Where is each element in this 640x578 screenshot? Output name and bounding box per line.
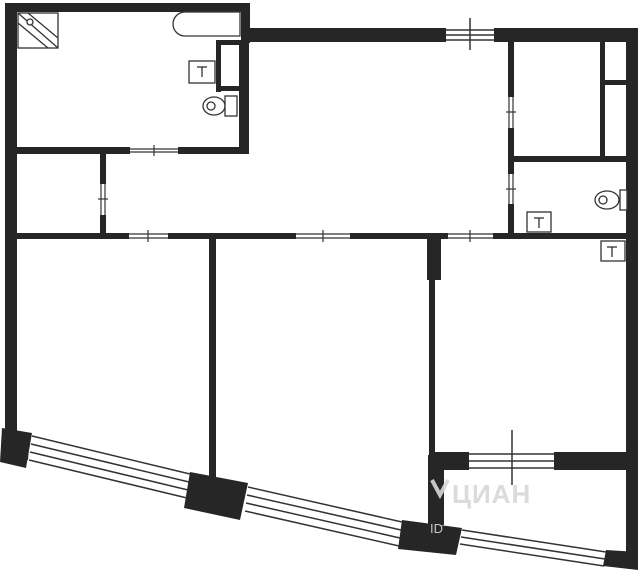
outer-wall-top-bathroom [5, 3, 250, 12]
central-wall-4 [493, 233, 628, 239]
door-bathroom [130, 145, 178, 156]
door-kitchen [506, 97, 516, 128]
door-wc [506, 174, 516, 204]
niche-wall-3 [216, 86, 240, 91]
sink-icon-room [600, 240, 626, 262]
watermark-logo-icon [430, 479, 450, 500]
outer-wall-right [626, 28, 638, 558]
door-room-middle [296, 230, 350, 242]
partition-left [209, 238, 216, 478]
wc-wall-left-2 [508, 204, 514, 238]
watermark-id: ID [430, 521, 443, 536]
bathtub-icon [172, 11, 241, 37]
loggia-wall-right [554, 452, 628, 470]
bathroom-wall-bottom-2 [178, 147, 249, 154]
storage-wall-right [100, 154, 106, 184]
toilet-icon [202, 95, 238, 117]
windows [28, 18, 607, 567]
window-bottom-right [459, 529, 607, 567]
kitchen-wall-left [508, 42, 514, 97]
outer-wall-left [5, 3, 17, 431]
door-room-left [129, 230, 168, 242]
pier-right [603, 550, 638, 570]
window-loggia [469, 430, 554, 485]
door-room-right [448, 230, 493, 242]
kitchen-wall-bottom [508, 156, 628, 162]
pier-mid-2 [398, 520, 462, 555]
watermark-text: ЦИАН [452, 479, 531, 509]
window-top [446, 18, 494, 50]
pier-left-thin [12, 430, 30, 460]
window-bottom-middle [244, 486, 403, 547]
sink-icon [188, 60, 216, 84]
storage-wall-right-2 [100, 215, 106, 237]
bathroom-wall-right [239, 40, 249, 154]
kitchen-wall-left-2 [508, 128, 514, 160]
niche-wall [216, 40, 240, 45]
central-wall-2 [168, 233, 296, 239]
outer-wall-top-right [494, 28, 633, 42]
partition-right [429, 278, 435, 454]
door-storage [98, 184, 108, 215]
niche-wall-2 [216, 40, 221, 92]
closet-wall-1 [600, 42, 605, 160]
pier-mid-1 [184, 472, 248, 520]
bathroom-wall-bottom [17, 147, 130, 154]
outer-wall-top-main [241, 28, 446, 42]
shower-icon [17, 12, 59, 49]
central-wall-1 [17, 233, 129, 239]
sink-icon-wc [526, 211, 552, 233]
central-wall-3 [350, 233, 448, 239]
watermark: ЦИАН ID [430, 479, 531, 536]
walls [0, 3, 638, 570]
toilet-icon-wc [594, 189, 628, 211]
wc-wall-left [508, 160, 514, 174]
outer-wall-bathroom-right [241, 3, 250, 43]
doors [98, 97, 516, 242]
partition-pillar [427, 236, 441, 280]
closet-wall-2 [600, 80, 627, 85]
window-bottom-left [28, 435, 191, 499]
